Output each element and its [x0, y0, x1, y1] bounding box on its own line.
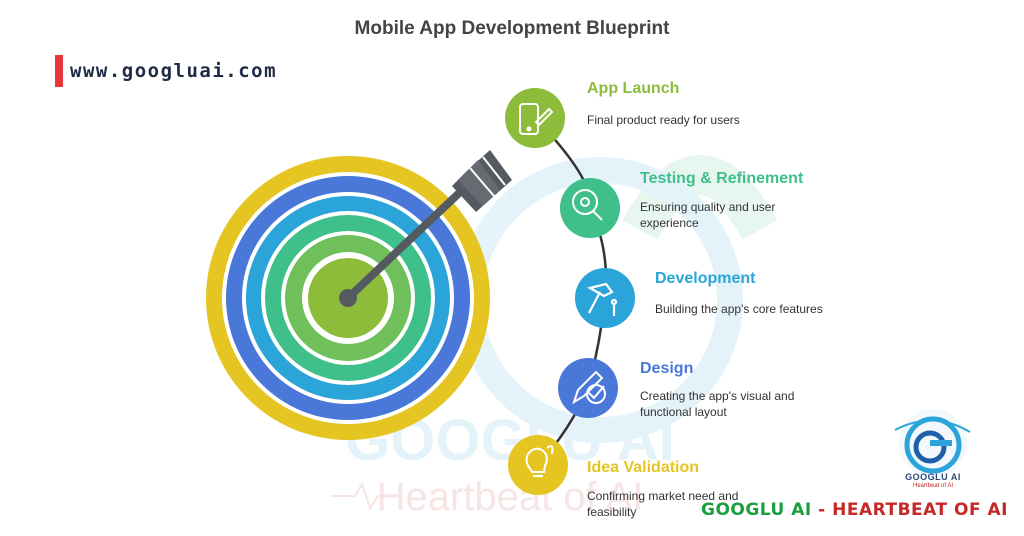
arrow — [339, 150, 512, 307]
step-desc: Final product ready for users — [587, 113, 740, 127]
step-marker-testing — [560, 178, 620, 238]
step-marker-idea — [508, 435, 568, 495]
step-title: App Launch — [587, 80, 680, 97]
step-desc: Ensuring quality and user experience — [640, 200, 776, 230]
website-url[interactable]: www.googluai.com — [70, 60, 278, 82]
page-title: Mobile App Development Blueprint — [354, 18, 670, 39]
pen-check-icon — [572, 370, 606, 405]
brand-slogan: GOOGLU AI - HEARTBEAT OF AI — [701, 500, 1008, 520]
step-desc: Confirming market need and feasibility — [587, 489, 739, 519]
step-title: Design — [640, 360, 694, 377]
url-accent-bar — [55, 55, 63, 87]
magnifier-gear-icon — [572, 189, 603, 221]
step-marker-design — [558, 358, 618, 418]
step-desc: Creating the app's visual and functional… — [640, 389, 795, 419]
brand-logo — [894, 409, 971, 477]
phone-rocket-icon — [519, 103, 554, 135]
hammer-icon — [587, 282, 618, 316]
step-title: Testing & Refinement — [640, 170, 804, 187]
brand-name: GOOGLU AI — [701, 500, 812, 520]
logo-tagline: Heartbeat of AI — [912, 483, 954, 489]
logo-name: GOOGLU AI — [905, 472, 961, 482]
lightbulb-icon — [525, 445, 554, 477]
step-title: Development — [655, 270, 756, 287]
watermark-tagline: Heartbeat of AI — [377, 475, 644, 519]
step-desc: Building the app's core features — [655, 302, 823, 316]
brand-separator: - — [811, 500, 833, 520]
step-marker-development — [575, 268, 635, 328]
step-title: Idea Validation — [587, 459, 700, 476]
step-marker-app-launch — [505, 88, 565, 148]
brand-tagline: HEARTBEAT OF AI — [832, 500, 1008, 520]
